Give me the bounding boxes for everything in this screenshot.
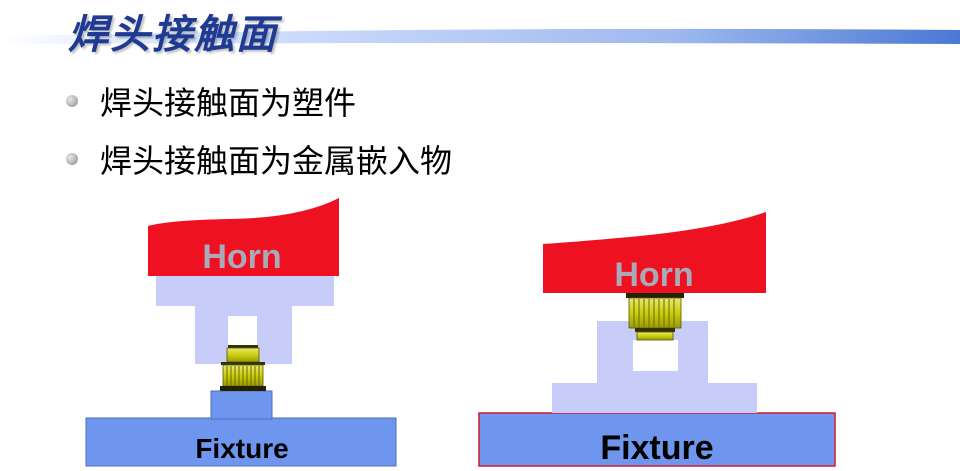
horn-label: Horn xyxy=(202,238,281,276)
title-underline-graphic xyxy=(0,28,960,44)
fixture-label: Fixture xyxy=(195,433,288,464)
title-bar xyxy=(0,22,960,48)
page-title: 焊头接触面 xyxy=(68,12,278,58)
bullet-text: 焊头接触面为塑件 xyxy=(100,84,357,122)
bullet-list: 焊头接触面为塑件 焊头接触面为金属嵌入物 xyxy=(64,72,452,188)
bullet-text: 焊头接触面为金属嵌入物 xyxy=(100,142,453,180)
plastic-part xyxy=(552,321,757,413)
horn xyxy=(543,212,766,293)
fixture-block xyxy=(478,412,836,467)
plastic-part xyxy=(156,276,334,364)
diagram-right: Fixture Horn xyxy=(478,212,836,467)
fixture-block xyxy=(85,417,397,467)
fixture-label: Fixture xyxy=(600,429,713,467)
metal-insert xyxy=(626,293,684,341)
bullet-dot-icon xyxy=(66,153,78,165)
fixture-boss xyxy=(210,390,273,420)
bullet-item: 焊头接触面为塑件 xyxy=(64,72,452,130)
horn xyxy=(148,198,339,276)
bullet-item: 焊头接触面为金属嵌入物 xyxy=(64,130,452,188)
metal-insert xyxy=(220,345,266,391)
diagram-left: Fixture Horn xyxy=(85,198,397,467)
bullet-dot-icon xyxy=(66,95,78,107)
horn-label: Horn xyxy=(614,256,693,294)
